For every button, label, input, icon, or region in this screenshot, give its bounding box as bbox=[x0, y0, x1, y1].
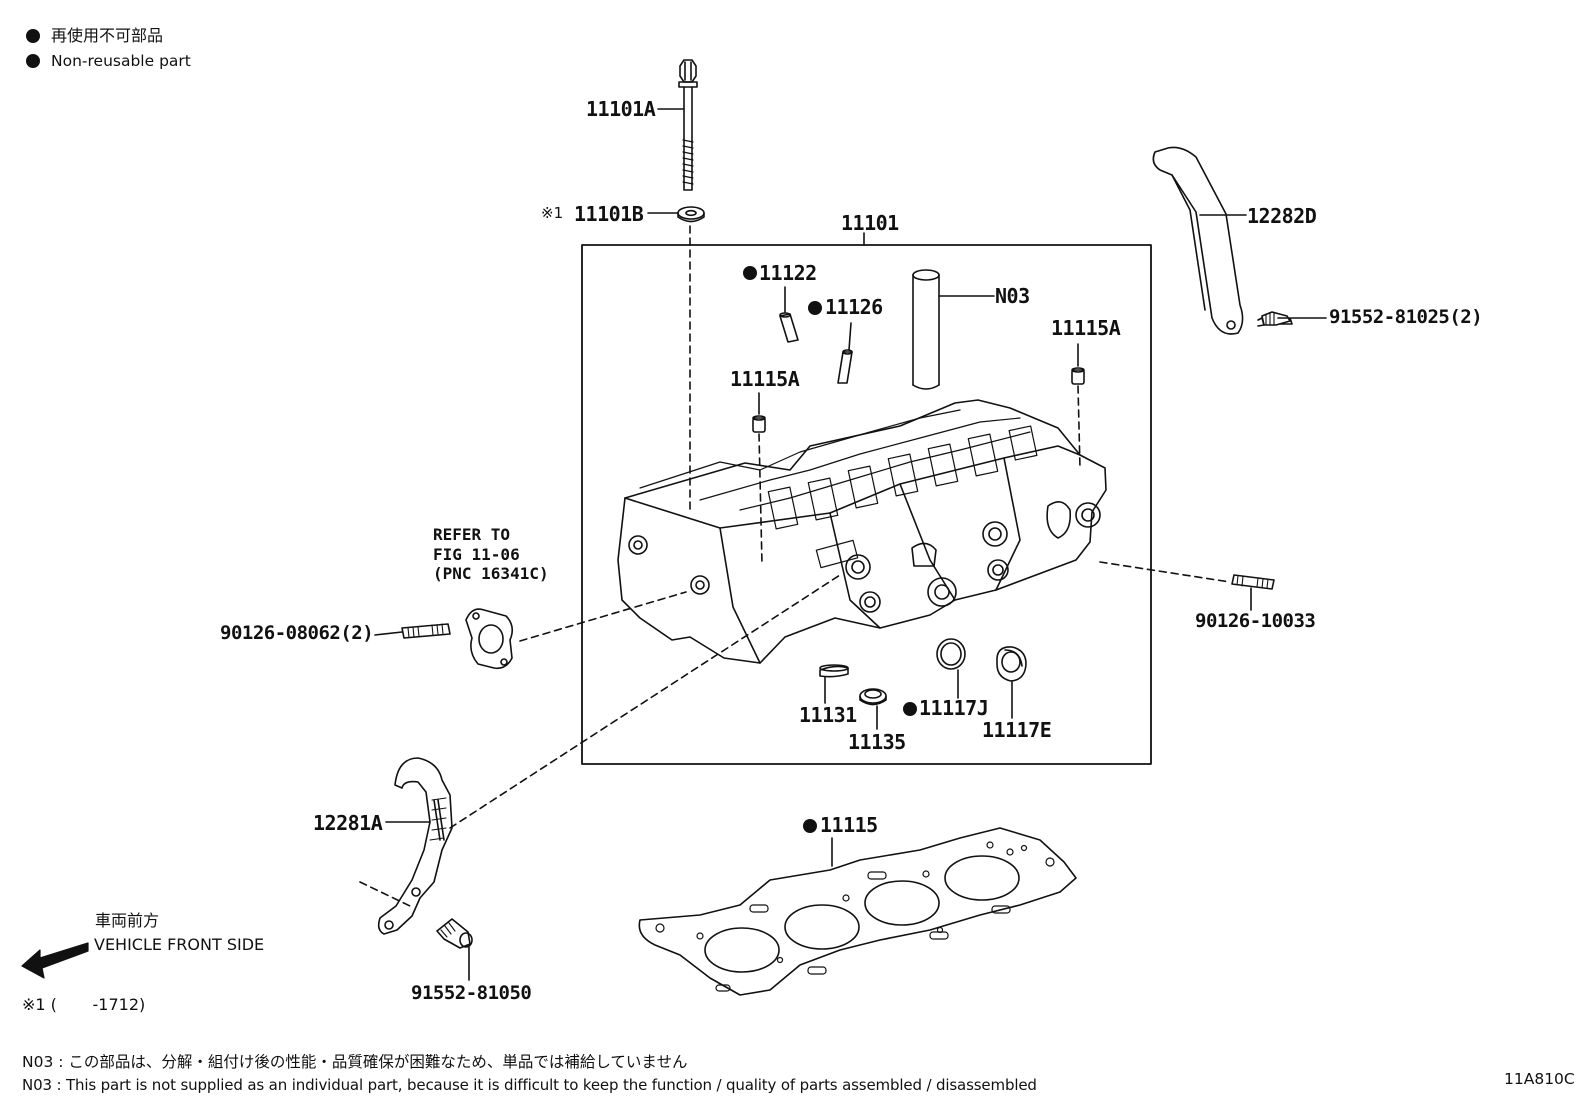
note-jp: N03 : この部品は、分解・組付け後の性能・品質確保が困難なため、単品では補給… bbox=[22, 1053, 688, 1071]
part-label-91552-81025: 91552-81025(2) bbox=[1329, 306, 1483, 328]
legend-dot-icon bbox=[26, 54, 40, 68]
front-arrow-icon bbox=[21, 942, 89, 979]
figure-code: 11A810C bbox=[1504, 1070, 1575, 1088]
dashed-leader bbox=[519, 591, 687, 642]
pin-11122 bbox=[779, 312, 799, 343]
part-label-11135: 11135 bbox=[848, 730, 906, 754]
stud-90126-08062 bbox=[401, 623, 451, 639]
plug-11117e bbox=[996, 646, 1027, 682]
refer-line-2: FIG 11-06 bbox=[433, 544, 520, 564]
bolt-91552-81025 bbox=[1257, 311, 1293, 327]
plug-11131 bbox=[819, 664, 849, 678]
part-label-90126-10033: 90126-10033 bbox=[1195, 610, 1316, 632]
part-label-11115a-left: 11115A bbox=[730, 367, 800, 391]
part-label-11101a: 11101A bbox=[586, 97, 656, 121]
footnote-mark: ※1 bbox=[541, 204, 564, 222]
leader-line bbox=[374, 631, 403, 636]
pin-11126 bbox=[837, 349, 853, 384]
part-label-91552-81050: 91552-81050 bbox=[411, 982, 532, 1004]
refer-line-1: REFER TO bbox=[433, 525, 511, 544]
part-label-11101: 11101 bbox=[841, 211, 899, 235]
part-label-11101b: 11101B bbox=[574, 202, 644, 226]
legend-dot-icon bbox=[26, 29, 40, 43]
non-reusable-dot-icon bbox=[803, 819, 817, 833]
non-reusable-dot-icon bbox=[808, 301, 822, 315]
note-en: N03 : This part is not supplied as an in… bbox=[22, 1076, 1037, 1094]
stud-90126-10033 bbox=[1231, 574, 1275, 590]
part-label-11117j: 11117J bbox=[919, 696, 989, 720]
legend-label-jp: 再使用不可部品 bbox=[51, 26, 164, 45]
flange-gasket bbox=[465, 608, 514, 670]
washer-11101b bbox=[677, 206, 705, 223]
non-reusable-dot-icon bbox=[743, 266, 757, 280]
plate-12282d bbox=[1152, 146, 1244, 335]
part-label-11117e: 11117E bbox=[982, 718, 1052, 742]
footnote: ※1 ( -1712) bbox=[22, 995, 146, 1014]
dashed-leader bbox=[1077, 385, 1081, 469]
part-label-90126-08062: 90126-08062(2) bbox=[220, 622, 374, 644]
part-label-11122: 11122 bbox=[759, 261, 817, 285]
non-reusable-dot-icon bbox=[903, 702, 917, 716]
vehicle-front-jp: 車両前方 bbox=[95, 911, 160, 930]
part-label-12281a: 12281A bbox=[313, 811, 383, 835]
dowel-11115a-right bbox=[1071, 367, 1085, 385]
head-gasket-11115 bbox=[638, 827, 1077, 996]
legend-label-en: Non-reusable part bbox=[51, 52, 191, 70]
part-label-12282d: 12282D bbox=[1247, 204, 1317, 228]
part-label-n03: N03 bbox=[995, 284, 1030, 308]
part-label-11115: 11115 bbox=[820, 813, 878, 837]
seal-11135 bbox=[859, 688, 887, 706]
dashed-leader bbox=[758, 433, 763, 565]
dashed-leader bbox=[449, 574, 841, 829]
part-label-11131: 11131 bbox=[799, 703, 857, 727]
o-ring-11117j bbox=[936, 638, 966, 670]
guide-12281a bbox=[377, 757, 453, 935]
part-label-11126: 11126 bbox=[825, 295, 883, 319]
head-bolt-11101a bbox=[678, 59, 698, 191]
vehicle-front-en: VEHICLE FRONT SIDE bbox=[94, 935, 265, 954]
leader-line bbox=[848, 322, 852, 351]
assembly-frame bbox=[581, 244, 1152, 765]
bolt-91552-81050 bbox=[436, 918, 473, 949]
cylinder-head bbox=[617, 399, 1107, 664]
part-label-11115a-right: 11115A bbox=[1051, 316, 1121, 340]
dashed-leader bbox=[1099, 561, 1231, 583]
dashed-leader bbox=[359, 881, 411, 907]
refer-line-3: (PNC 16341C) bbox=[433, 564, 549, 584]
refer-note: REFER TO FIG 11-06 (PNC 16341C) bbox=[433, 525, 549, 584]
dowel-11115a-left bbox=[752, 415, 766, 433]
n03-cylinder bbox=[912, 269, 940, 390]
